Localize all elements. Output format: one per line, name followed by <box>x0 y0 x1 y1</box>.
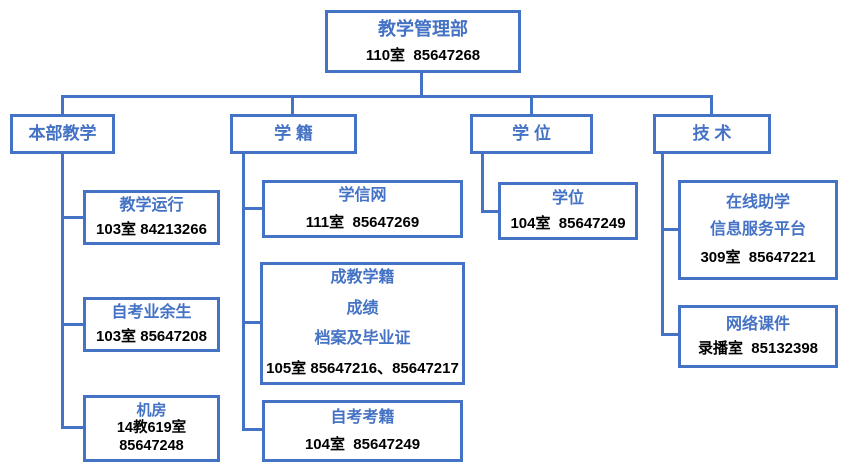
connector-elbow-wangluo <box>661 333 678 336</box>
connector-elbow-jifang <box>61 426 83 429</box>
leaf-node-zikao-yeyusheng: 自考业余生 103室 85647208 <box>83 297 220 352</box>
branch-node-benbu-jiaoxue: 本部教学 <box>10 114 115 154</box>
connector-spine-xueji <box>242 154 245 431</box>
leaf-node-jifang: 机房 14教619室 85647248 <box>83 395 220 462</box>
leaf-node-jiaoxue-yunxing: 教学运行 103室 84213266 <box>83 190 220 245</box>
leaf-info: 105室 85647216、85647217 <box>266 360 459 378</box>
branch-node-xueji: 学 籍 <box>230 114 357 154</box>
connector-stub-xuewei <box>530 95 533 114</box>
leaf-info: 103室 84213266 <box>96 221 207 239</box>
leaf-title: 信息服务平台 <box>709 221 806 239</box>
leaf-title: 成教学籍 <box>330 269 395 287</box>
leaf-info: 104室 85647249 <box>510 215 626 233</box>
connector-main-horizontal <box>61 95 713 98</box>
connector-elbow-xuexin <box>242 207 262 210</box>
leaf-title: 网络课件 <box>725 315 790 333</box>
connector-elbow-yunxing <box>61 216 83 219</box>
root-node-teaching-management-dept: 教学管理部 110室 85647268 <box>325 10 521 73</box>
connector-spine-jishu <box>661 154 664 336</box>
connector-root-drop <box>420 72 423 97</box>
leaf-title: 档案及毕业证 <box>314 330 411 348</box>
leaf-node-zikao-kaoji: 自考考籍 104室 85647249 <box>262 400 463 462</box>
leaf-title: 教学运行 <box>119 196 184 214</box>
branch-label: 学 籍 <box>274 124 313 144</box>
leaf-info: 录播室 85132398 <box>697 340 819 358</box>
leaf-title: 成绩 <box>346 299 379 317</box>
leaf-node-zaixian-zhuxue: 在线助学 信息服务平台 309室 85647221 <box>678 180 838 280</box>
leaf-node-chengjiao-xueji: 成教学籍 成绩 档案及毕业证 105室 85647216、85647217 <box>260 262 465 385</box>
connector-spine-benbu <box>61 154 64 429</box>
connector-stub-jishu <box>710 95 713 114</box>
branch-node-jishu: 技 术 <box>653 114 771 154</box>
root-title: 教学管理部 <box>378 19 468 40</box>
leaf-title: 机房 <box>136 402 167 420</box>
root-info: 110室 85647268 <box>365 46 481 64</box>
leaf-node-xuewei: 学位 104室 85647249 <box>498 182 638 240</box>
branch-label: 本部教学 <box>28 124 97 144</box>
leaf-node-xuexinwang: 学信网 111室 85647269 <box>262 180 463 238</box>
leaf-info: 103室 85647208 <box>96 328 207 346</box>
branch-label: 技 术 <box>692 124 732 144</box>
connector-elbow-xuewei2 <box>481 210 498 213</box>
leaf-title: 学信网 <box>338 187 387 205</box>
leaf-title: 自考业余生 <box>111 303 192 321</box>
leaf-title: 学位 <box>551 189 584 207</box>
branch-label: 学 位 <box>512 124 551 144</box>
leaf-title: 在线助学 <box>725 193 790 211</box>
connector-stub-benbu <box>61 95 64 114</box>
connector-elbow-chengjiao <box>242 321 260 324</box>
branch-node-xuewei: 学 位 <box>470 114 593 154</box>
leaf-info: 309室 85647221 <box>700 248 816 266</box>
connector-stub-xueji <box>291 95 294 114</box>
leaf-node-wangluo-kejian: 网络课件 录播室 85132398 <box>678 305 838 368</box>
leaf-info: 111室 85647269 <box>305 213 420 231</box>
connector-spine-xuewei <box>481 154 484 213</box>
connector-elbow-yeyu <box>61 323 83 326</box>
connector-elbow-kaoji <box>242 428 262 431</box>
leaf-title: 自考考籍 <box>330 409 395 427</box>
leaf-info: 85647248 <box>119 438 184 455</box>
leaf-info: 14教619室 <box>116 420 187 437</box>
leaf-info: 104室 85647249 <box>304 435 421 453</box>
connector-elbow-zaixian <box>661 228 678 231</box>
